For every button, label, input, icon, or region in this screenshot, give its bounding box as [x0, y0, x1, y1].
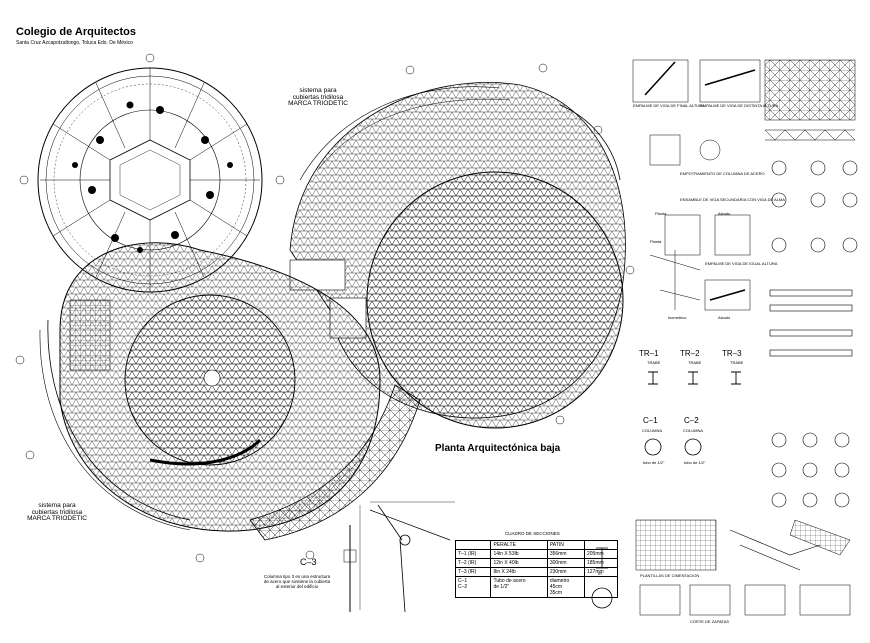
truss-label-tr2: TR–2 — [680, 349, 700, 358]
detail-caption: CORTE DE ZAPATAS — [690, 619, 730, 624]
table-cell: Tubo de acero de 1/2" — [490, 576, 548, 598]
truss-sub-tr3: TRABE — [730, 360, 744, 365]
table-cell: 185mm — [584, 558, 618, 568]
detail-caption: EMPALME DE VIGA DE DISTINTA ALTURA — [700, 103, 779, 108]
detail-caption: Alzado — [718, 211, 731, 216]
main-dome — [289, 82, 626, 429]
note-line: sistema para — [299, 87, 337, 94]
column-c3-label: C–3 — [300, 557, 317, 567]
note-line: MARCA TRIODETIC — [27, 515, 87, 522]
note-line: cubiertas tridilosa — [292, 93, 344, 101]
ir-label: IR — [598, 571, 602, 576]
detail-caption: Alzado — [718, 315, 731, 320]
table-row: T–2 (IR) 12in X 40lb 300mm 185mm — [454, 558, 618, 568]
truss-label-tr1: TR–1 — [639, 349, 659, 358]
table-cell: T–1 (IR) — [454, 549, 492, 559]
table-row: C–1 C–2 Tubo de acero de 1/2" diametro 4… — [454, 576, 618, 598]
detail-caption: Planta — [650, 239, 662, 244]
table-cell: 230mm — [546, 567, 586, 577]
truss-label-tr3: TR–3 — [722, 349, 742, 358]
truss-sub-tr1: TRABE — [647, 360, 661, 365]
column-sub-c1: COLUMNA — [642, 428, 663, 433]
table-cell-line: C–1 — [458, 578, 468, 584]
note-line: sistema para — [38, 502, 76, 509]
column-c3-elevation — [343, 501, 455, 613]
note-line: MARCA TRIODETIC — [288, 100, 348, 107]
sections-table-title: CUADRO DE SECCIONES — [505, 531, 560, 536]
table-cell: diametro 45cm 35cm — [546, 576, 586, 598]
table-row: T–3 (IR) 8in X 24lb 230mm 127mm — [454, 567, 618, 577]
roof-system-note-left: sistema para cubiertas tridilosa MARCA T… — [22, 502, 92, 523]
table-cell: C–1 C–2 — [454, 576, 492, 598]
curved-walkway — [249, 384, 421, 541]
table-cell-line: de 1/2" — [493, 584, 510, 590]
table-cell-line: diametro — [549, 578, 570, 584]
table-row: T–1 (IR) 14in X 53lb 356mm 205mm — [454, 549, 618, 559]
lower-dome — [39, 242, 381, 532]
detail-caption: EMPOTRAMIENTO DE COLUMNA DE ACERO — [680, 171, 765, 176]
table-cell-line: C–2 — [458, 584, 468, 590]
column-c3-note: Columna tipo 3 es una estructura de acer… — [263, 574, 331, 590]
table-cell: 8in X 24lb — [490, 567, 548, 577]
detail-caption: EMPALME DE VIGA DE IGUAL ALTURA — [705, 261, 778, 266]
table-header: PATIN — [546, 540, 586, 550]
table-cell: 205mm — [584, 549, 618, 559]
column-sub-c2: COLUMNA — [683, 428, 704, 433]
drawing-subtitle: Santa Cruz Azcapotzaltongo, Toluca Edo. … — [16, 40, 133, 46]
roof-system-note-top: sistema para cubiertas tridilosa MARCA T… — [283, 87, 353, 108]
table-row: PERALTE PATIN — [454, 540, 618, 550]
axis-markers — [15, 53, 635, 563]
column-label-c1: C–1 — [643, 416, 658, 425]
table-header — [454, 540, 492, 550]
detail-caption: Planta — [655, 211, 667, 216]
drawing-title: Colegio de Arquitectos — [16, 26, 136, 38]
table-cell: 300mm — [546, 558, 586, 568]
table-cell: T–3 (IR) — [454, 567, 492, 577]
column-foot-c1: tubo de 1/2" — [643, 460, 665, 465]
detail-caption: PLANTILLAS DE CIMENTACION — [640, 573, 700, 578]
table-cell-line: 35cm — [549, 590, 563, 596]
note-line: cubiertas tridilosa — [31, 508, 83, 516]
table-cell-line: Tubo de acero — [493, 578, 526, 584]
column-label-c2: C–2 — [684, 416, 699, 425]
table-cell: T–2 (IR) — [454, 558, 492, 568]
detail-caption: ENSAMBLE DE VIGA SECUNDARIA CON VIGA DE … — [680, 197, 785, 202]
detail-sheet — [632, 59, 858, 616]
table-cell: 12in X 40lb — [490, 558, 548, 568]
detail-caption: EMPALME DE VIGA DE FINAL ALTURA — [633, 103, 705, 108]
table-cell: 356mm — [546, 549, 586, 559]
table-cell: 14in X 53lb — [490, 549, 548, 559]
table-cell — [584, 576, 618, 598]
column-foot-c2: tubo de 1/2" — [684, 460, 706, 465]
sections-table: PERALTE PATIN T–1 (IR) 14in X 53lb 356mm… — [454, 540, 618, 598]
truss-sub-tr2: TRABE — [688, 360, 702, 365]
table-header — [584, 540, 618, 550]
table-cell-line: 45cm — [549, 584, 563, 590]
plan-label: Planta Arquitectónica baja — [435, 443, 561, 454]
table-header: PERALTE — [490, 540, 548, 550]
detail-caption: Isometrico — [668, 315, 687, 320]
